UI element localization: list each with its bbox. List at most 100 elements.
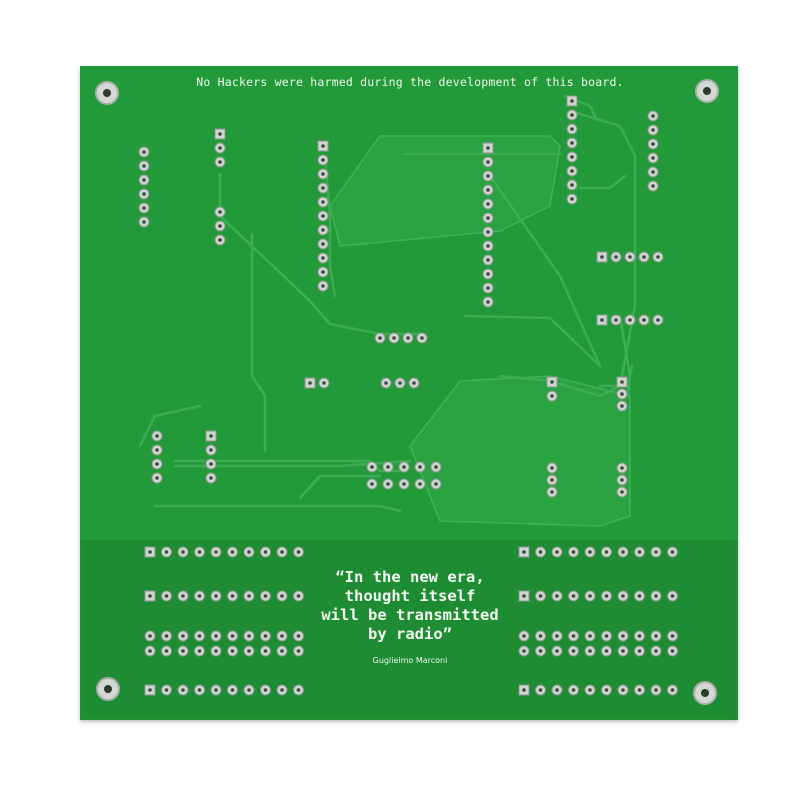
drill-hole bbox=[538, 634, 543, 638]
drill-hole bbox=[486, 258, 490, 262]
drill-hole bbox=[321, 284, 325, 288]
drill-hole bbox=[398, 381, 402, 385]
drill-hole bbox=[651, 128, 655, 132]
drill-hole bbox=[571, 688, 576, 692]
drill-hole bbox=[148, 634, 152, 638]
drill-hole bbox=[164, 634, 169, 638]
drill-hole bbox=[142, 150, 146, 154]
drill-hole bbox=[155, 476, 159, 480]
drill-hole bbox=[386, 465, 390, 469]
drill-hole bbox=[263, 649, 268, 653]
drill-hole bbox=[209, 448, 213, 452]
drill-hole bbox=[392, 336, 396, 340]
drill-hole bbox=[620, 404, 624, 408]
drill-hole bbox=[214, 550, 218, 554]
drill-hole bbox=[555, 594, 559, 598]
drill-hole bbox=[670, 550, 675, 554]
drill-hole bbox=[209, 476, 213, 480]
quote-line: thought itself bbox=[344, 587, 476, 605]
drill-hole bbox=[321, 172, 325, 176]
drill-hole bbox=[230, 649, 235, 653]
drill-hole bbox=[321, 144, 325, 148]
drill-hole bbox=[538, 550, 543, 554]
drill-hole bbox=[621, 649, 625, 653]
drill-hole bbox=[656, 318, 660, 322]
drill-hole bbox=[280, 550, 284, 554]
drill-hole bbox=[247, 688, 251, 692]
copper-pour-top bbox=[329, 135, 561, 247]
quote-line: by radio” bbox=[368, 625, 452, 643]
drill-hole bbox=[321, 270, 325, 274]
pcb-board: No Hackers were harmed during the develo… bbox=[80, 66, 738, 720]
drill-hole bbox=[604, 649, 609, 653]
drill-hole bbox=[637, 634, 642, 638]
drill-hole bbox=[370, 465, 374, 469]
drill-hole bbox=[214, 634, 218, 638]
drill-hole bbox=[148, 594, 152, 598]
drill-hole bbox=[570, 113, 574, 117]
drill-hole bbox=[218, 146, 222, 150]
drill-hole bbox=[620, 490, 624, 494]
drill-hole bbox=[263, 550, 268, 554]
drill-hole bbox=[670, 594, 675, 598]
drill-hole bbox=[321, 186, 325, 190]
drill-hole bbox=[402, 465, 406, 469]
drill-hole bbox=[604, 594, 609, 598]
drill-hole bbox=[321, 214, 325, 218]
drill-hole bbox=[620, 478, 624, 482]
drill-hole bbox=[637, 688, 642, 692]
drill-hole bbox=[620, 392, 624, 396]
drill-hole bbox=[486, 286, 490, 290]
drill-hole bbox=[486, 216, 490, 220]
drill-hole bbox=[621, 550, 625, 554]
drill-hole bbox=[321, 242, 325, 246]
drill-hole bbox=[142, 178, 146, 182]
drill-hole bbox=[522, 550, 526, 554]
drill-hole bbox=[384, 381, 388, 385]
drill-hole bbox=[296, 688, 301, 692]
mounting-hole-bottom-left bbox=[96, 677, 120, 701]
drill-hole bbox=[280, 649, 284, 653]
drill-hole bbox=[604, 550, 609, 554]
drill-hole bbox=[412, 381, 416, 385]
drill-hole bbox=[571, 594, 576, 598]
drill-hole bbox=[322, 381, 326, 385]
drill-hole bbox=[280, 594, 284, 598]
drill-hole bbox=[538, 688, 543, 692]
drill-hole bbox=[378, 336, 382, 340]
drill-hole bbox=[434, 482, 438, 486]
drill-hole bbox=[614, 318, 618, 322]
drill-hole bbox=[142, 220, 146, 224]
drill-hole bbox=[670, 688, 675, 692]
drill-hole bbox=[550, 380, 554, 384]
drill-hole bbox=[522, 688, 526, 692]
drill-hole bbox=[486, 188, 490, 192]
drill-hole bbox=[181, 688, 185, 692]
drill-hole bbox=[164, 594, 169, 598]
drill-hole bbox=[247, 550, 251, 554]
drill-hole bbox=[209, 462, 213, 466]
drill-hole bbox=[600, 255, 604, 259]
pcb-artwork bbox=[95, 79, 719, 705]
drill-hole bbox=[570, 127, 574, 131]
drill-hole bbox=[654, 550, 658, 554]
drill-hole bbox=[604, 688, 609, 692]
silkscreen-top-text: No Hackers were harmed during the develo… bbox=[196, 75, 624, 89]
drill-hole bbox=[214, 649, 218, 653]
drill-hole bbox=[218, 160, 222, 164]
drill-hole bbox=[570, 155, 574, 159]
drill-hole bbox=[571, 634, 576, 638]
drill-hole bbox=[637, 550, 642, 554]
mounting-holes bbox=[95, 79, 719, 705]
drill-hole bbox=[197, 550, 202, 554]
drill-hole bbox=[218, 210, 222, 214]
drill-hole bbox=[247, 649, 251, 653]
drill-hole bbox=[164, 688, 169, 692]
drill-hole bbox=[321, 256, 325, 260]
drill-hole bbox=[230, 634, 235, 638]
drill-hole bbox=[296, 634, 301, 638]
drill-hole bbox=[570, 197, 574, 201]
drill-hole bbox=[418, 482, 422, 486]
drill-hole bbox=[164, 550, 169, 554]
drill-hole bbox=[218, 238, 222, 242]
